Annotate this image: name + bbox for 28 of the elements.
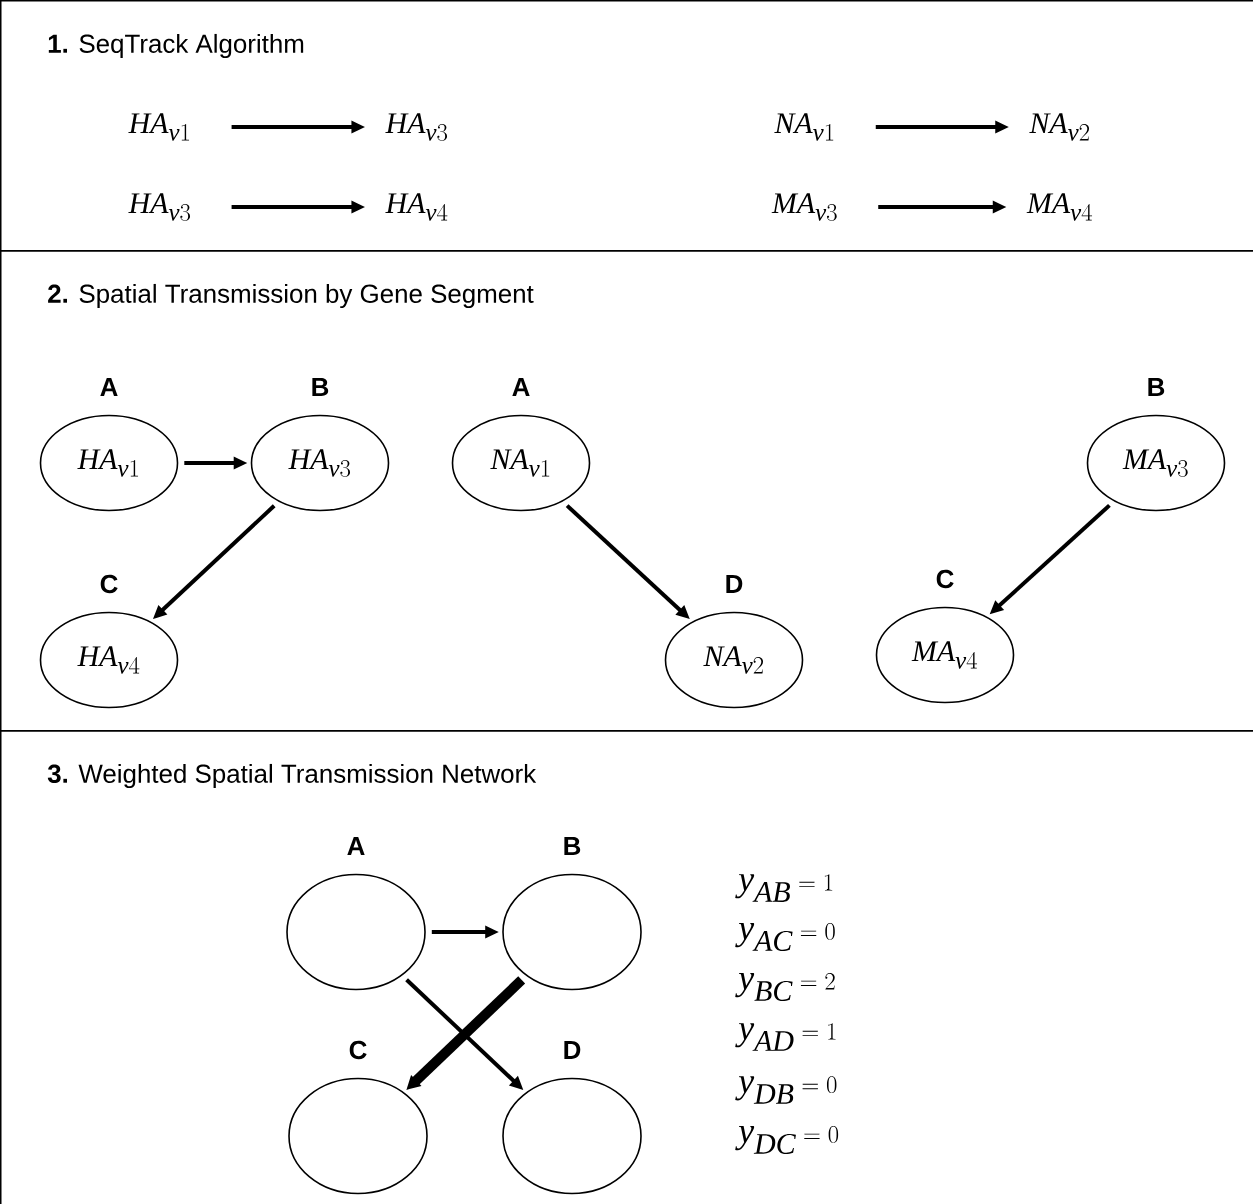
- location-letter: B: [1148, 378, 1165, 396]
- location-letter: C: [349, 1040, 367, 1060]
- location-letter: D: [726, 575, 743, 593]
- location-letter: A: [512, 378, 530, 396]
- formula-term: $HA_{v4}$: [385, 193, 448, 221]
- weight-equation: $y_{AB} = 1$: [735, 874, 833, 902]
- formula-term: $NA_{v1}$: [774, 113, 834, 141]
- formula-term: $HA_{v3}$: [385, 113, 448, 141]
- location-letter: A: [347, 837, 365, 855]
- location-letter: B: [312, 378, 329, 396]
- formula-term: $NA_{v2}$: [1029, 113, 1089, 141]
- location-letter: C: [100, 574, 118, 594]
- formula-term: $HA_{v3}$: [128, 193, 191, 221]
- location-letter: C: [936, 569, 954, 589]
- panel-heading: 2. Spatial Transmission by Gene Segment: [48, 283, 534, 309]
- formula-term: $HA_{v1}$: [128, 113, 190, 141]
- location-letter: D: [564, 1041, 581, 1059]
- weight-equation: $y_{DB} = 0$: [735, 1076, 837, 1104]
- weight-equation: $y_{AC} = 0$: [735, 923, 835, 951]
- weight-equation: $y_{DC} = 0$: [735, 1126, 839, 1154]
- panel-heading: 1. SeqTrack Algorithm: [48, 33, 304, 59]
- formula-term: $MA_{v3}$: [771, 193, 837, 221]
- formula-term: $MA_{v4}$: [1026, 193, 1093, 221]
- weight-equation: $y_{AD} = 1$: [735, 1023, 836, 1051]
- location-letter: A: [100, 378, 118, 396]
- panel-heading: 3. Weighted Spatial Transmission Network: [47, 763, 537, 789]
- location-letter: B: [564, 837, 581, 855]
- weight-equation: $y_{BC} = 2$: [735, 973, 835, 1001]
